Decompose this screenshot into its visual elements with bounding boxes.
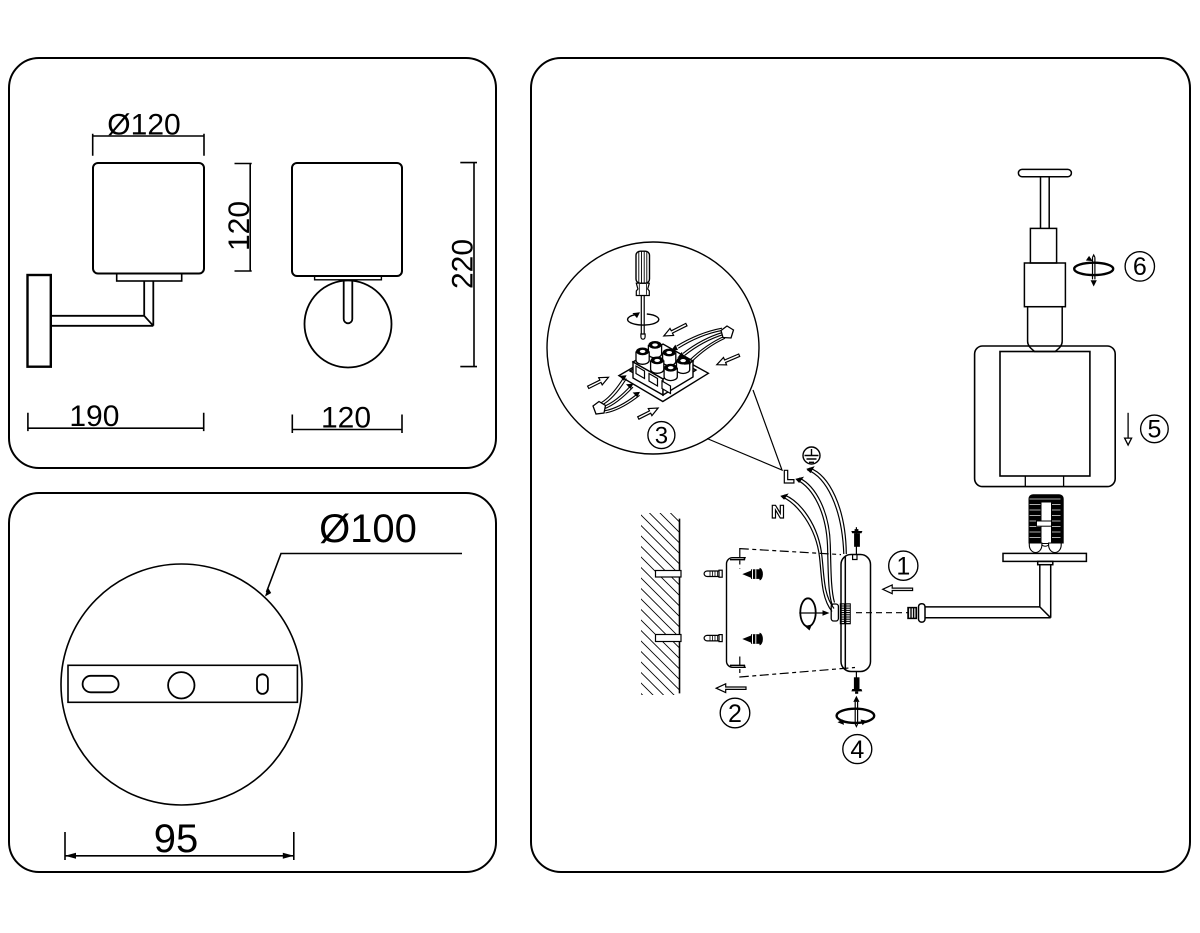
svg-text:2: 2 [728,700,742,728]
svg-text:95: 95 [154,817,199,861]
svg-text:120: 120 [223,201,256,251]
svg-text:5: 5 [1147,416,1161,444]
svg-text:6: 6 [1133,253,1147,281]
svg-text:Ø120: Ø120 [107,109,180,142]
svg-text:4: 4 [850,736,864,764]
svg-text:Ø100: Ø100 [319,507,417,551]
svg-text:190: 190 [69,400,119,433]
svg-text:1: 1 [896,553,910,581]
svg-text:3: 3 [655,423,668,450]
svg-text:220: 220 [447,239,480,289]
svg-text:120: 120 [321,402,371,435]
